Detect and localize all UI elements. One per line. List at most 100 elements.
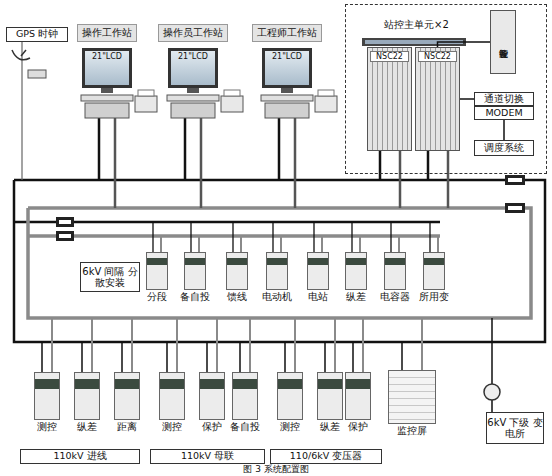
switch-icon — [505, 203, 525, 213]
node-text: 操作员工作站 — [158, 24, 228, 42]
workstation-monitor: 工程师工作站21"LCD — [262, 48, 312, 88]
label-box: GPS 时钟 — [6, 27, 68, 42]
nsc22-rack: NSC22 — [415, 47, 460, 151]
printer-paper — [224, 90, 240, 96]
node-text: 备自投 — [230, 421, 260, 434]
protection-device: 馈线 — [226, 252, 248, 290]
gps-wire — [21, 42, 22, 180]
switch-icon — [508, 206, 522, 210]
node-text: 馈线 — [227, 291, 247, 304]
node-text: 保护 — [202, 421, 222, 434]
protection-device: 纵差 — [74, 372, 100, 420]
node-text: 21"LCD — [171, 52, 215, 61]
switch-icon — [505, 175, 525, 185]
node-text: 110kV 母联 — [181, 451, 234, 462]
node-text: 6kV 下级 变电所 — [487, 417, 543, 440]
printer — [221, 96, 243, 112]
drop-6kv-black — [153, 222, 430, 252]
nsc22-rack: NSC22 — [367, 47, 412, 151]
protection-device: 备自投 — [232, 372, 258, 420]
workstation-monitor: 操作员工作站21"LCD — [168, 48, 218, 88]
computer-case — [265, 103, 309, 118]
substation-symbol — [484, 384, 500, 400]
keyboard — [81, 95, 133, 101]
node-text: 保护 — [348, 421, 368, 434]
keyboard — [167, 95, 219, 101]
protection-device: 保护 — [199, 372, 225, 420]
node-text: 通道切换 — [484, 94, 524, 105]
switch-icon — [59, 220, 71, 224]
node-text: NSC22 — [370, 51, 409, 62]
computer-case — [171, 103, 215, 118]
monitor-stand — [187, 88, 199, 93]
protection-device: 距离 — [114, 372, 140, 420]
label-box: 调度系统 — [474, 140, 534, 156]
node-text: 电容器 — [380, 291, 410, 304]
label-box: 6kV 间隔 分散安装 — [80, 262, 140, 292]
node-text: 操作工作站 — [77, 24, 137, 42]
protection-device: 保护 — [345, 372, 371, 420]
label-box: 6kV 下级 变电所 — [486, 412, 544, 444]
intelligent-device: 智能设备 — [490, 10, 516, 74]
bus-group — [12, 42, 545, 412]
node-text: 测控 — [162, 421, 182, 434]
node-text: 110kV 进线 — [53, 451, 106, 462]
drop-110kv-gray — [52, 318, 422, 372]
node-text: GPS 时钟 — [16, 29, 58, 40]
monitor-stand — [281, 88, 293, 93]
gps-dish — [12, 50, 30, 60]
node-text: 电动机 — [262, 291, 292, 304]
node-text: 纵差 — [346, 291, 366, 304]
connector-line — [503, 120, 505, 140]
monitor-stand — [101, 88, 113, 93]
label-box: 110kV 母联 — [150, 449, 265, 464]
node-text: NSC22 — [418, 51, 457, 62]
keyboard — [261, 95, 313, 101]
protection-device: 备自投 — [184, 252, 206, 290]
drop-6kv-gray — [161, 236, 438, 252]
node-text: 21"LCD — [85, 52, 129, 61]
protection-device: 纵差 — [345, 252, 367, 290]
node-text: 监控屏 — [397, 425, 427, 438]
node-text: MODEM — [485, 108, 522, 119]
protection-device: 电动机 — [266, 252, 288, 290]
node-text: 纵差 — [320, 421, 340, 434]
node-text: 110/6kV 变压器 — [290, 451, 362, 462]
protection-device: 电站 — [307, 252, 329, 290]
label-box: 通道切换 — [474, 92, 534, 106]
protection-device: 分段 — [146, 252, 168, 290]
label-box: MODEM — [474, 106, 534, 120]
switch-icon — [56, 217, 74, 227]
switch-icon — [508, 178, 522, 182]
protection-device: 测控 — [277, 372, 303, 420]
protection-device: 测控 — [34, 372, 60, 420]
bus-black — [14, 180, 545, 342]
node-text: 备自投 — [180, 291, 210, 304]
gps-receiver — [28, 70, 46, 78]
node-text: 站控主单元×2 — [384, 18, 449, 32]
label-box: 110/6kV 变压器 — [270, 449, 382, 464]
node-text: 分段 — [147, 291, 167, 304]
node-text: 工程师工作站 — [252, 24, 322, 42]
switch-icon — [59, 234, 71, 238]
protection-device: 电容器 — [384, 252, 406, 290]
printer-paper — [318, 90, 334, 96]
node-text: 21"LCD — [265, 52, 309, 61]
rack-header-ports — [365, 40, 463, 44]
protection-device: 所用变 — [423, 252, 445, 290]
computer-case — [85, 103, 129, 118]
monitor-panel: 监控屏 — [388, 370, 436, 424]
drop-110kv-black — [42, 342, 402, 372]
node-text: 所用变 — [419, 291, 449, 304]
connector-line — [460, 98, 474, 100]
protection-device: 测控 — [159, 372, 185, 420]
switch-icon — [56, 231, 74, 241]
figure-caption: 图 3 系统配置图 — [0, 463, 552, 476]
printer — [315, 96, 337, 112]
rack-header — [362, 38, 466, 46]
node-text: 测控 — [280, 421, 300, 434]
node-text: 电站 — [308, 291, 328, 304]
node-text: 6kV 间隔 分散安装 — [81, 266, 139, 289]
printer — [135, 96, 157, 112]
